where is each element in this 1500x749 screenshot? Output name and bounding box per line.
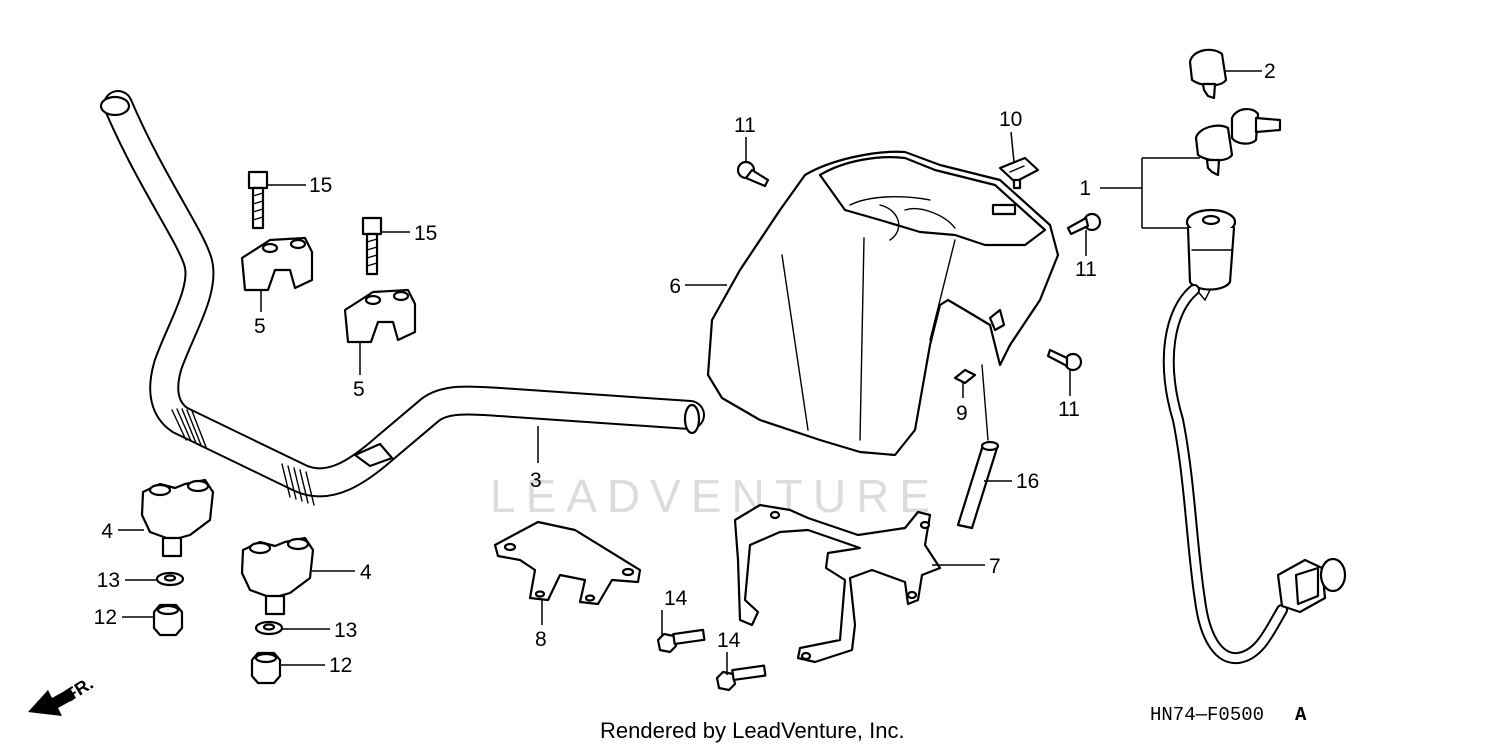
callout-16: 16	[1016, 470, 1039, 493]
arrow-icon	[28, 688, 76, 716]
tube-path-line	[981, 364, 989, 441]
screw-11-b[interactable]	[1066, 212, 1102, 236]
nut-12-a[interactable]	[152, 603, 184, 637]
callout-1: 1	[1079, 177, 1091, 200]
watermark-text: LEADVENTURE	[490, 470, 940, 522]
handlebar-tab	[353, 442, 394, 468]
handlebar-end	[99, 95, 131, 117]
screw-11-c[interactable]	[1046, 348, 1083, 372]
bolt-15-a[interactable]	[247, 170, 269, 230]
callout-11-c: 11	[1058, 398, 1080, 421]
callout-11-b: 11	[1075, 258, 1097, 281]
callout-15-b: 15	[414, 222, 437, 245]
ignition-switch-1[interactable]	[1162, 108, 1347, 665]
callout-9: 9	[956, 402, 968, 425]
nut-12-b[interactable]	[250, 651, 282, 685]
key-1-b	[1230, 108, 1260, 145]
callout-15-a: 15	[309, 174, 332, 197]
handlebar-cover-6[interactable]	[706, 150, 1060, 457]
diagram-code: HN74—F0500	[1150, 704, 1264, 726]
upper-holder-5-b[interactable]	[343, 288, 417, 344]
callout-14-b: 14	[717, 629, 741, 652]
handlebar-end-right	[683, 403, 701, 435]
knurl-right	[281, 463, 315, 506]
leader-lines	[118, 70, 1262, 675]
callout-14-a: 14	[664, 587, 688, 610]
footer-credit: Rendered by LeadVenture, Inc.	[600, 718, 905, 743]
callout-11-a: 11	[734, 114, 756, 137]
callouts: 1 2 3 4 4 5 5 6 7 8 9 10 11 11 11 11 12 …	[94, 60, 1276, 677]
grommet-9[interactable]	[953, 368, 977, 385]
callout-3: 3	[530, 469, 542, 492]
callout-7: 7	[989, 555, 1001, 578]
front-direction-arrow: FR.	[28, 673, 97, 716]
callout-12-a: 12	[94, 606, 117, 629]
key-2[interactable]	[1188, 48, 1228, 100]
washer-13-a[interactable]	[155, 571, 185, 587]
bolt-14-a[interactable]	[656, 628, 706, 654]
switch-body	[1186, 226, 1236, 291]
callout-6: 6	[669, 275, 681, 298]
lower-holder-4-b[interactable]	[240, 536, 315, 616]
callout-12-b: 12	[329, 654, 352, 677]
bolt-14-b[interactable]	[715, 664, 767, 692]
cover-opening	[818, 156, 1047, 247]
tube-16[interactable]	[956, 364, 1000, 530]
lower-holder-4-a[interactable]	[140, 478, 215, 558]
callout-5-a: 5	[254, 315, 266, 338]
handlebar[interactable]	[99, 90, 705, 506]
bracket-8[interactable]	[493, 520, 642, 606]
cover-slot	[991, 203, 1017, 216]
callout-5-b: 5	[353, 378, 365, 401]
revision-letter: A	[1295, 704, 1307, 726]
cover-stay-7[interactable]	[733, 503, 942, 664]
key-1-a	[1194, 124, 1234, 162]
screw-11-a[interactable]	[736, 160, 770, 188]
callout-8: 8	[535, 628, 547, 651]
callout-4-b: 4	[360, 561, 372, 584]
callout-4-a: 4	[101, 520, 113, 543]
callout-13-b: 13	[334, 619, 357, 642]
callout-10: 10	[999, 108, 1022, 131]
cover-tab	[988, 308, 1006, 332]
callout-2: 2	[1264, 60, 1276, 83]
washer-13-b[interactable]	[254, 620, 284, 636]
bolt-15-b[interactable]	[361, 216, 383, 276]
upper-holder-5-a[interactable]	[240, 236, 314, 292]
callout-13-a: 13	[97, 569, 120, 592]
knurl-left	[171, 408, 207, 448]
grommet-10[interactable]	[998, 156, 1040, 190]
